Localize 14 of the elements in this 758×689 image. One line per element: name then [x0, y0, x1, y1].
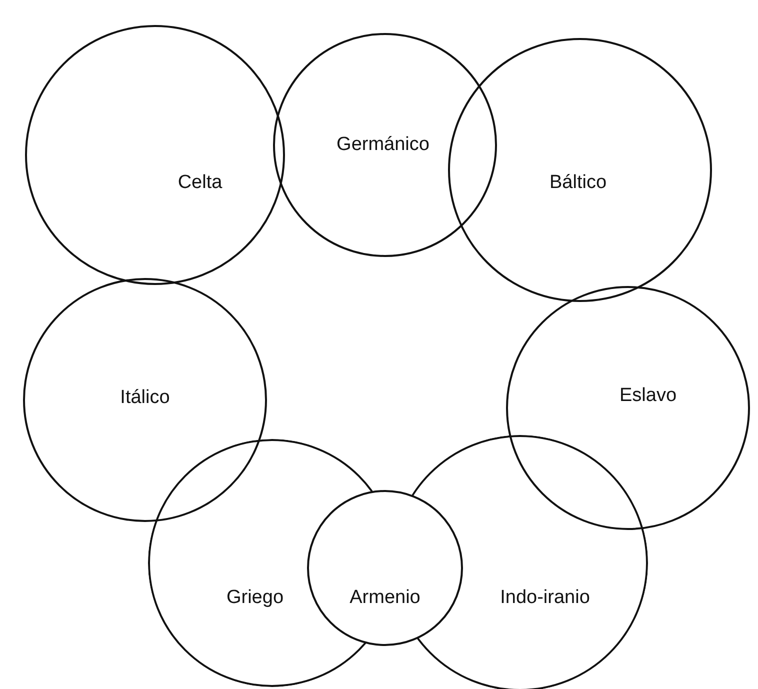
language-circle: [273, 33, 497, 257]
language-label: Griego: [226, 587, 284, 609]
language-label: Armenio: [350, 587, 420, 609]
language-circle: [448, 38, 712, 302]
language-label: Itálico: [120, 387, 170, 409]
language-label: Báltico: [549, 172, 607, 194]
language-label: Germánico: [336, 134, 430, 156]
language-label: Indo-iranio: [500, 587, 590, 609]
language-label: Eslavo: [619, 385, 677, 407]
language-circle: [307, 490, 463, 646]
language-circle: [23, 278, 267, 522]
language-circle: [25, 25, 285, 285]
language-label: Celta: [178, 172, 222, 194]
language-circle: [506, 286, 750, 530]
